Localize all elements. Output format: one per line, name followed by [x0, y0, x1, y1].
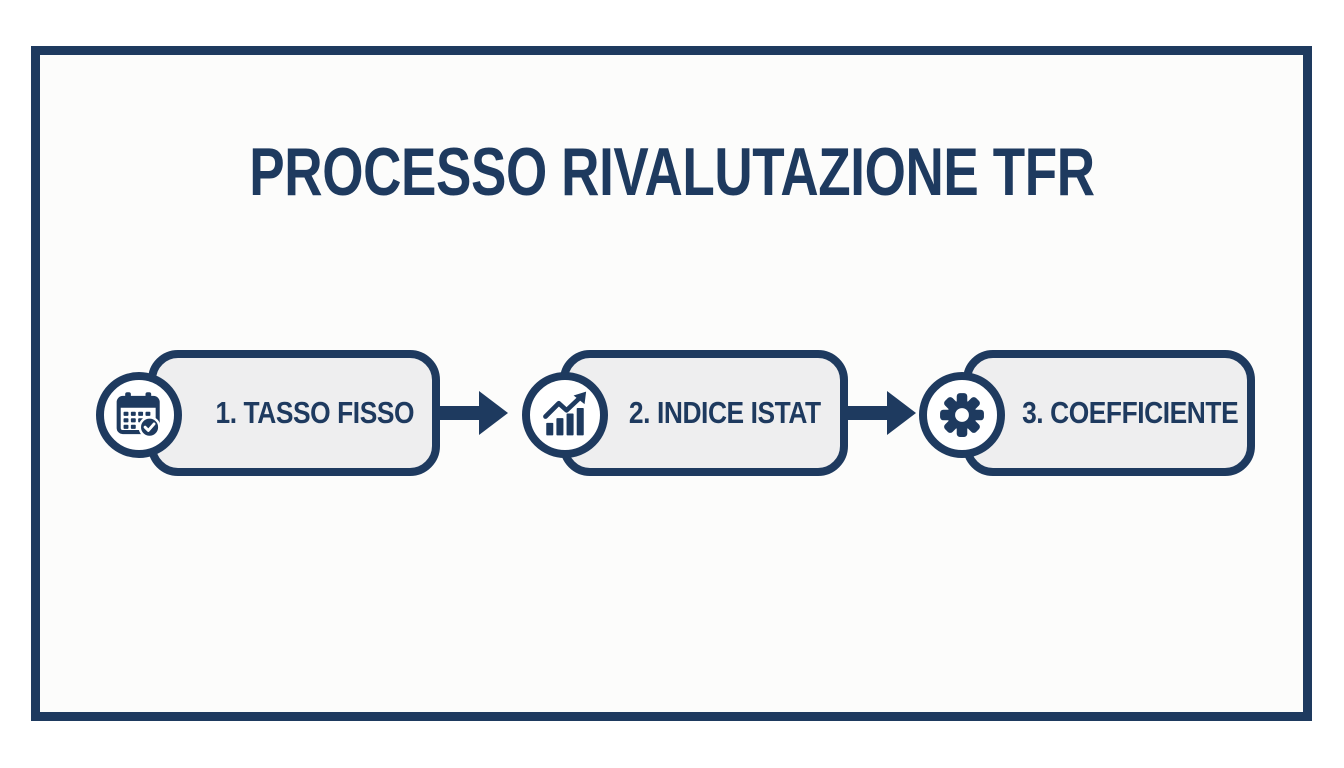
step-box-coefficiente: 3. COEFFICIENTE [963, 350, 1255, 476]
flow-arrow-icon [845, 391, 916, 435]
step-label-tasso-fisso: 1. TASSO FISSO [215, 395, 415, 430]
calendar-check-icon [96, 372, 182, 458]
step-box-tasso-fisso: 1. TASSO FISSO [148, 350, 440, 476]
step-label-indice-istat: 2. INDICE ISTAT [629, 395, 821, 430]
gear-icon [919, 372, 1005, 458]
trend-chart-icon [522, 372, 608, 458]
step-label-coefficiente: 3. COEFFICIENTE [1021, 395, 1239, 430]
page-title: PROCESSO RIVALUTAZIONE TFR [249, 134, 1095, 210]
flow-arrow-icon [437, 391, 508, 435]
